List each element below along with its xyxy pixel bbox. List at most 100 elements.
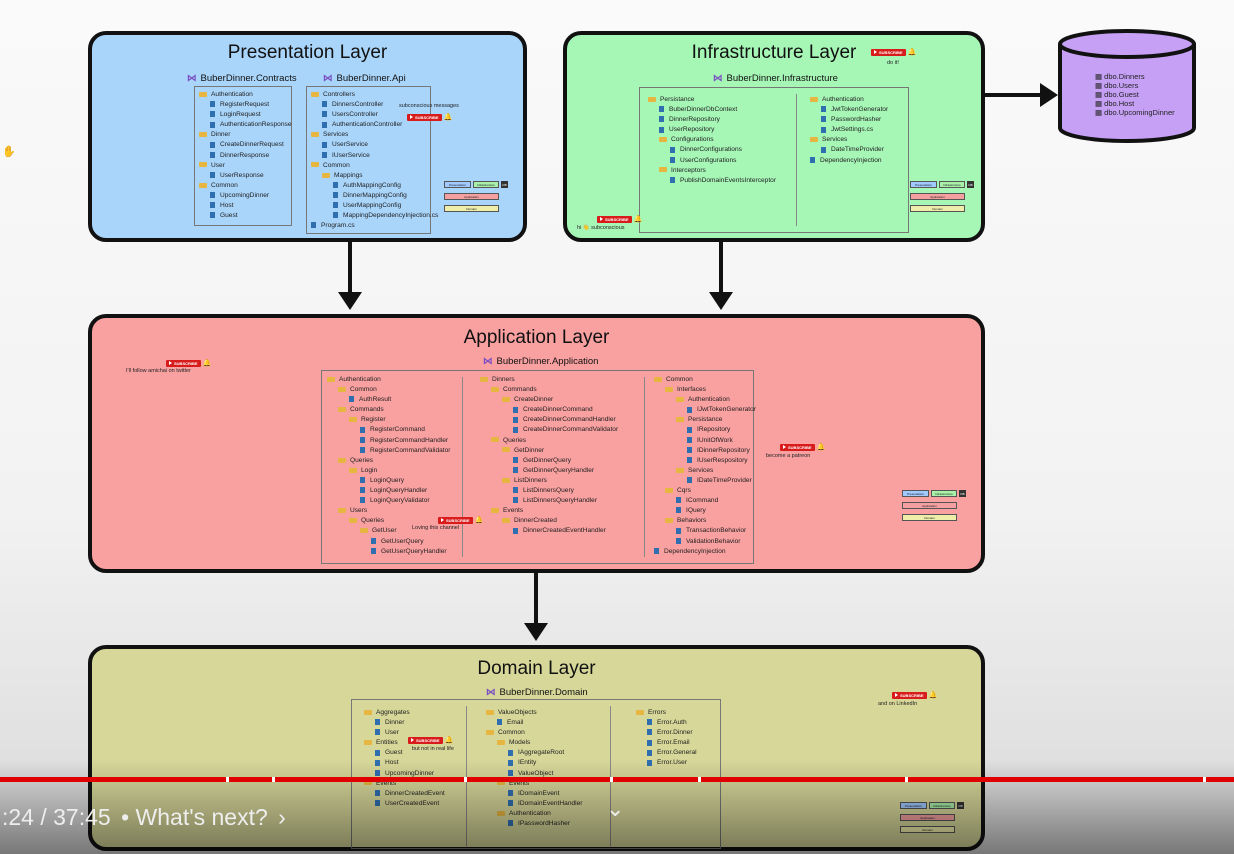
progress-bar[interactable]: [0, 777, 1234, 782]
csharp-file-icon: [513, 457, 518, 463]
tree-file: AuthMappingConfig: [311, 181, 438, 191]
tree-label: Mappings: [334, 171, 363, 179]
visual-studio-icon: ⋈: [483, 356, 493, 367]
tree-label: IPasswordHasher: [518, 820, 570, 827]
expand-chevron-icon[interactable]: ⌄: [606, 796, 625, 821]
csharp-file-icon: [375, 729, 380, 736]
folder-icon: [338, 407, 346, 413]
tree-folder: Authentication: [327, 375, 451, 385]
tree-label: DinnerResponse: [220, 151, 270, 159]
subscribe-badge[interactable]: SUBSCRIBE🔔 do it!: [871, 48, 916, 66]
folder-icon: [648, 96, 656, 102]
folder-icon: [491, 386, 499, 392]
tree-label: DinnerCreated: [514, 517, 557, 525]
tree-file: ValidationBehavior: [654, 537, 756, 547]
db-table: ▦ dbo.Dinners: [1095, 72, 1145, 81]
chapter-chevron-icon[interactable]: ›: [278, 804, 286, 830]
tree-label: Persistance: [688, 416, 723, 424]
subscribe-badge[interactable]: SUBSCRIBE🔔 Loving this channel: [412, 517, 484, 531]
folder-icon: [199, 132, 207, 138]
tree-file: UpcomingDinner: [364, 769, 445, 779]
subscribe-badge[interactable]: SUBSCRIBE🔔 and on LinkedIn: [878, 692, 938, 707]
tree-label: Common: [211, 181, 238, 189]
csharp-file-icon: [508, 769, 513, 776]
subscribe-badge[interactable]: SUBSCRIBE🔔 I'll follow amichai on twitte…: [126, 360, 212, 374]
subscribe-badge[interactable]: SUBSCRIBE🔔 but not in real life: [408, 736, 454, 752]
subscribe-badge[interactable]: SUBSCRIBE🔔 subconscious messages: [399, 103, 459, 122]
csharp-file-icon: [497, 719, 502, 726]
tree-file: Error.General: [636, 748, 697, 758]
csharp-file-icon: [687, 457, 692, 463]
tree-file: AuthenticationController: [311, 120, 438, 130]
project-label: ⋈BuberDinner.Api: [323, 73, 406, 84]
tree-folder: CreateDinner: [480, 395, 618, 405]
tree-label: IUserRespository: [697, 456, 748, 464]
tree-folder: Aggregates: [364, 708, 445, 718]
tree-file: Host: [364, 758, 445, 768]
tree-label: UserMappingConfig: [343, 202, 402, 210]
tree-folder: Models: [486, 738, 583, 748]
tree-label: Commands: [503, 386, 537, 394]
csharp-file-icon: [687, 477, 692, 484]
tree-folder: Dinners: [480, 375, 618, 385]
tree-file: CreateDinnerCommand: [480, 405, 618, 415]
table-icon: ▦: [1095, 99, 1105, 108]
tree-label: Error.Dinner: [657, 729, 693, 737]
tree-label: JwtSettings.cs: [831, 126, 874, 134]
tree-label: CreateDinnerCommand: [523, 406, 593, 414]
subscribe-badge[interactable]: SUBSCRIBE🔔 hi 👋 subconscious: [577, 216, 643, 231]
tree-label: Aggregates: [376, 709, 410, 716]
tree-folder: GetDinner: [480, 446, 618, 456]
csharp-file-icon: [210, 121, 215, 128]
tree-label: Common: [666, 376, 693, 383]
csharp-file-icon: [670, 177, 675, 183]
tree-label: User: [211, 161, 225, 169]
tree-label: DependencyInjection: [820, 156, 882, 164]
tree-label: Error.General: [657, 749, 697, 757]
tree-file: UpcomingDinner: [199, 191, 291, 201]
csharp-file-icon: [371, 537, 376, 544]
folder-icon: [497, 740, 505, 746]
bell-icon: 🔔: [633, 216, 643, 223]
folder-icon: [322, 172, 330, 178]
csharp-file-icon: [508, 749, 513, 756]
csharp-file-icon: [508, 800, 513, 807]
tree-file: IUserService: [311, 151, 438, 161]
tree-label: Error.Auth: [657, 719, 687, 727]
tree-label: UserCreatedEvent: [385, 800, 439, 807]
csharp-file-icon: [821, 106, 826, 113]
csharp-file-icon: [375, 790, 380, 796]
database-cylinder: [1058, 29, 1196, 143]
folder-icon: [486, 729, 494, 735]
application-layer: Application Layer ⋈BuberDinner.Applicati…: [88, 314, 985, 573]
tree-file: IUnitOfWork: [654, 436, 756, 446]
tree-label: DinnerCreatedEvent: [385, 790, 445, 797]
csharp-file-icon: [513, 487, 518, 494]
tree-folder: Commands: [480, 385, 618, 395]
csharp-file-icon: [513, 467, 518, 474]
folder-icon: [676, 417, 684, 423]
tree-file: PasswordHasher: [810, 115, 888, 125]
arrow-infra-to-db: [985, 93, 1045, 97]
tree-label: CreateDinnerCommandValidator: [523, 426, 619, 434]
tree-file: RegisterRequest: [199, 100, 291, 110]
tree-label: Cqrs: [677, 487, 691, 495]
player-time: :24 / 37:45 • What's next? ›: [2, 804, 286, 831]
tree-label: UserResponse: [220, 171, 264, 179]
tree-file: GetUserQuery: [327, 537, 451, 547]
tree-label: Authentication: [688, 396, 730, 404]
subscribe-badge[interactable]: SUBSCRIBE🔔 become a patreon: [766, 444, 826, 459]
chapter-title[interactable]: • What's next?: [121, 804, 268, 830]
tree-folder: Register: [327, 415, 451, 425]
tree-folder: Services: [810, 135, 888, 145]
folder-icon: [502, 477, 510, 483]
csharp-file-icon: [687, 406, 692, 413]
tree-file: Guest: [199, 211, 291, 221]
tree-label: Dinners: [492, 376, 515, 383]
